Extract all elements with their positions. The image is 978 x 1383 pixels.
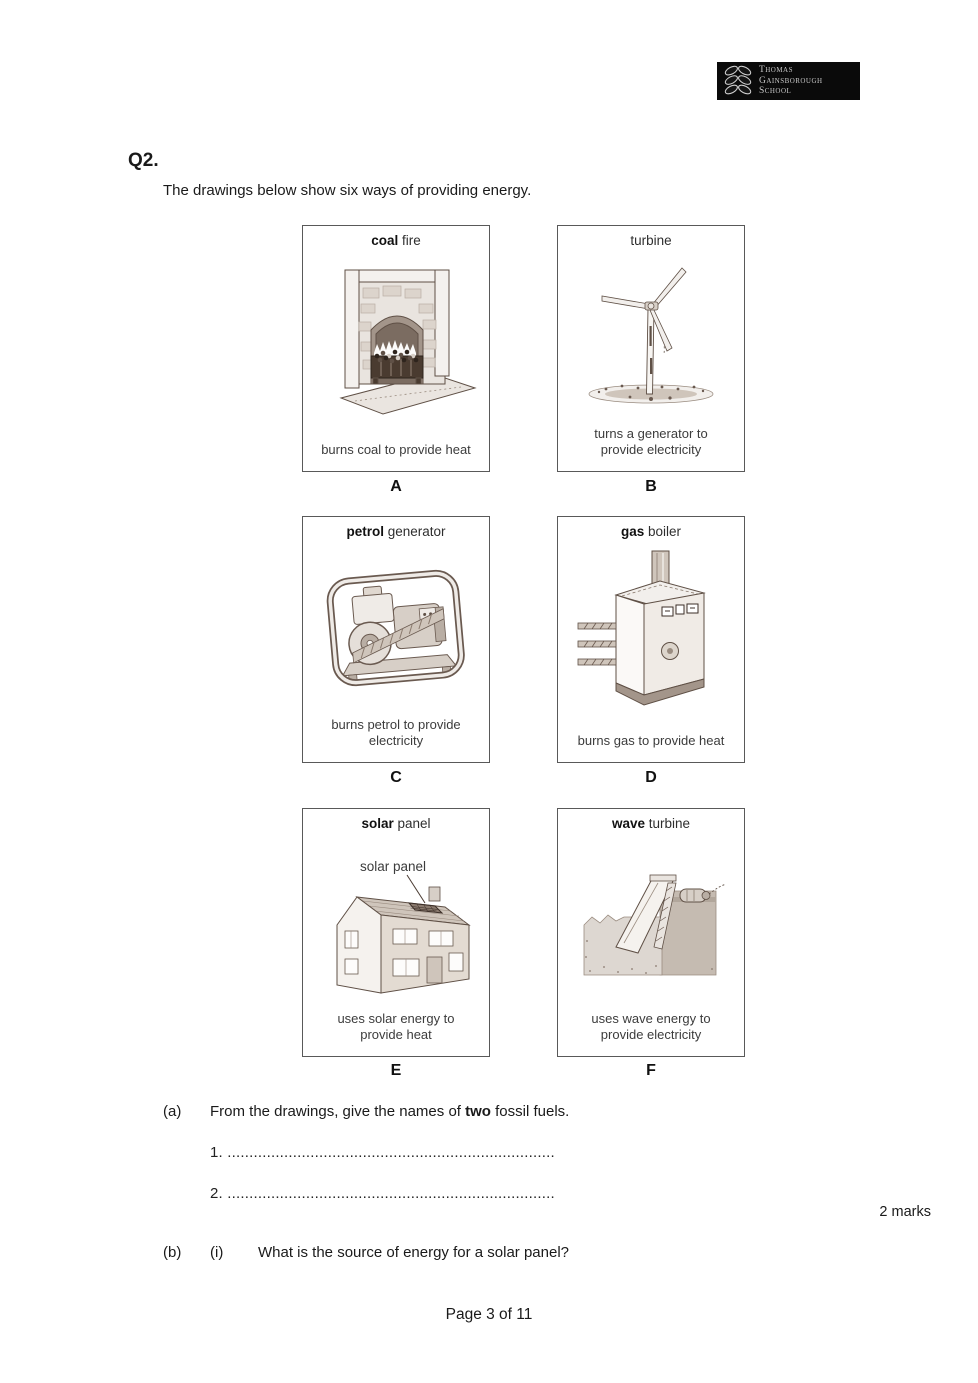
part-a-question: (a)From the drawings, give the names of …: [163, 1103, 569, 1120]
logo-line-2: Gainsborough: [759, 75, 823, 86]
part-b-sub-label: (i): [210, 1244, 224, 1261]
figure-b-title: turbine: [558, 233, 744, 248]
figure-d-title: gas boiler: [558, 524, 744, 539]
question-number: Q2.: [128, 150, 159, 171]
figure-e-title: solar panel: [303, 816, 489, 831]
figure-box-e: solar panel solar panel uses solar energ…: [302, 808, 490, 1057]
figure-e-title-bold: solar: [361, 816, 394, 831]
figure-label-d: D: [645, 769, 657, 786]
figure-f-caption: uses wave energy to provide electricity: [591, 1011, 711, 1043]
figure-f-title-bold: wave: [611, 816, 645, 831]
wind-turbine-drawing: [588, 267, 714, 404]
figure-label-f: F: [646, 1062, 656, 1079]
part-b-question: (b) (i) What is the source of energy for a…: [163, 1244, 569, 1261]
figure-e-title-rest: panel: [393, 816, 431, 831]
figure-label-e: E: [390, 1062, 402, 1079]
figure-c-title-bold: petrol: [346, 524, 384, 539]
part-a-label: (a): [163, 1103, 182, 1120]
figure-e-caption: uses solar energy to provide heat: [337, 1011, 455, 1043]
question-intro: The drawings below show six ways of prov…: [163, 182, 532, 199]
figure-b-title-rest: turbine: [630, 233, 672, 248]
figure-a-caption: burns coal to provide heat: [321, 442, 471, 458]
figure-label-c: C: [390, 769, 402, 786]
figure-label-a: A: [390, 478, 402, 495]
coal-fire-drawing: [339, 269, 477, 415]
figure-a-title-rest: fire: [398, 233, 421, 248]
wave-turbine-drawing: [583, 874, 727, 976]
answer-line-1: 1. .....................................…: [210, 1144, 555, 1161]
logo-line-1: Thomas: [759, 64, 793, 75]
figure-box-c: petrol generator: [302, 516, 490, 763]
figure-d-title-rest: boiler: [644, 524, 682, 539]
figure-a-title: coal fire: [303, 233, 489, 248]
figure-b-caption: turns a generator to provide electricity: [594, 426, 708, 458]
solar-panel-annotation: solar panel: [360, 859, 426, 874]
figure-d-title-bold: gas: [620, 524, 645, 539]
logo-line-3: School: [759, 86, 792, 97]
figure-box-d: gas boiler: [557, 516, 745, 763]
part-a-text-before: From the drawings, give the names of: [210, 1103, 466, 1120]
figure-box-f: wave turbine uses wa: [557, 808, 745, 1057]
school-logo-text: Thomas Gainsborough School: [759, 65, 823, 98]
figure-c-title: petrol generator: [303, 524, 489, 539]
figure-f-title-rest: turbine: [645, 816, 691, 831]
part-a-text-bold: two: [465, 1103, 491, 1120]
figure-c-title-rest: generator: [383, 524, 446, 539]
figure-box-a: coal fire: [302, 225, 490, 472]
leaf-emblem-icon: [724, 65, 752, 95]
solar-house-drawing: solar panel: [336, 859, 471, 994]
figure-a-title-bold: coal: [371, 233, 399, 248]
answer-line-2: 2. .....................................…: [210, 1185, 555, 1202]
part-b-label: (b): [163, 1244, 182, 1261]
figure-d-caption: burns gas to provide heat: [577, 733, 725, 749]
figure-label-b: B: [645, 478, 657, 495]
part-b-text: What is the source of energy for a solar…: [258, 1244, 570, 1261]
school-logo: Thomas Gainsborough School: [717, 62, 860, 100]
gas-boiler-drawing: [577, 550, 706, 706]
marks-label: 2 marks: [879, 1204, 931, 1220]
petrol-generator-drawing: [326, 569, 465, 687]
figure-f-title: wave turbine: [558, 816, 744, 831]
figure-box-b: turbine turns a generator to provide ele…: [557, 225, 745, 472]
part-a-text-after: fossil fuels.: [490, 1103, 570, 1120]
figure-c-caption: burns petrol to provide electricity: [331, 717, 461, 749]
page-footer: Page 3 of 11: [445, 1306, 533, 1323]
